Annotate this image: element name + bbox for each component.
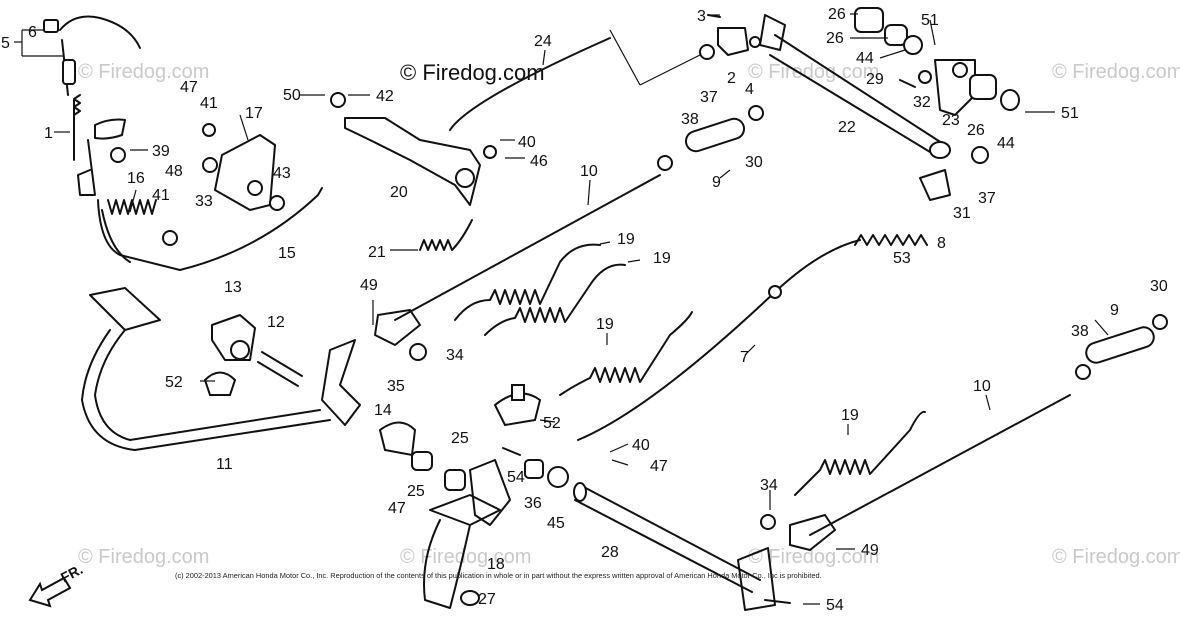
part-label-43: 43 — [273, 165, 291, 182]
part-label-51: 51 — [921, 12, 939, 29]
watermark: © Firedog.com — [1052, 546, 1180, 568]
part-labels: 5 6 1 47 41 17 39 48 16 43 33 41 15 50 4… — [1, 6, 1168, 614]
part-label-19d: 19 — [841, 407, 859, 424]
part-label-29: 29 — [866, 71, 884, 88]
part-label-21: 21 — [368, 244, 386, 261]
part-label-25: 25 — [451, 430, 469, 447]
part-label-9b: 9 — [1110, 302, 1119, 319]
part-label-12: 12 — [267, 314, 285, 331]
part-label-47: 47 — [180, 79, 198, 96]
part-label-44b: 44 — [997, 135, 1015, 152]
part-label-23: 23 — [942, 112, 960, 129]
part-label-49b: 49 — [861, 542, 879, 559]
part-label-14: 14 — [374, 402, 392, 419]
part-label-52: 52 — [165, 374, 183, 391]
part-label-8: 8 — [937, 235, 946, 252]
part-label-3: 3 — [697, 8, 706, 25]
part-label-33: 33 — [195, 193, 213, 210]
part-label-41: 41 — [200, 95, 218, 112]
part-label-51b: 51 — [1061, 105, 1079, 122]
part-label-39: 39 — [152, 143, 170, 160]
part-label-38: 38 — [681, 111, 699, 128]
part-label-28: 28 — [601, 544, 619, 561]
part-label-10b: 10 — [973, 378, 991, 395]
part-label-22: 22 — [838, 119, 856, 136]
part-label-17: 17 — [245, 105, 263, 122]
part-label-2: 2 — [727, 70, 736, 87]
watermark: © Firedog.com — [748, 61, 879, 83]
part-label-11: 11 — [216, 456, 233, 473]
watermark: © Firedog.com — [78, 61, 209, 83]
part-label-26c: 26 — [967, 122, 985, 139]
part-label-7: 7 — [740, 349, 749, 366]
part-label-1: 1 — [44, 125, 53, 142]
part-label-30: 30 — [745, 154, 763, 171]
leader-lines — [14, 13, 1109, 605]
part-label-37b: 37 — [978, 190, 996, 207]
watermark: © Firedog.com — [78, 546, 209, 568]
part-label-47c: 47 — [650, 458, 668, 475]
part-label-40b: 40 — [632, 437, 650, 454]
watermark-main: © Firedog.com — [400, 60, 545, 85]
part-label-18: 18 — [487, 556, 505, 573]
part-label-27: 27 — [478, 591, 496, 608]
part-label-6: 6 — [28, 24, 37, 41]
part-label-44: 44 — [856, 50, 874, 67]
part-label-41b: 41 — [152, 187, 170, 204]
part-label-10: 10 — [580, 163, 598, 180]
part-label-20: 20 — [390, 184, 408, 201]
part-drawings — [43, 7, 1168, 611]
part-label-50: 50 — [283, 87, 301, 104]
part-label-15: 15 — [278, 245, 296, 262]
watermark: © Firedog.com — [748, 546, 879, 568]
part-label-9: 9 — [712, 174, 721, 191]
part-label-31: 31 — [953, 205, 971, 222]
part-label-19c: 19 — [596, 316, 614, 333]
part-label-19: 19 — [617, 231, 635, 248]
part-label-30b: 30 — [1150, 278, 1168, 295]
front-direction-arrow: FR. — [28, 561, 85, 608]
part-label-54: 54 — [507, 469, 525, 486]
part-label-42: 42 — [376, 88, 394, 105]
part-label-53: 53 — [893, 250, 911, 267]
part-label-46: 46 — [530, 153, 548, 170]
part-label-24: 24 — [534, 33, 552, 50]
part-label-26: 26 — [828, 6, 846, 23]
part-label-45: 45 — [547, 515, 565, 532]
part-label-52b: 52 — [543, 415, 561, 432]
part-label-54b: 54 — [826, 597, 844, 614]
part-label-16: 16 — [127, 170, 145, 187]
part-label-34b: 34 — [760, 477, 778, 494]
part-label-26b: 26 — [826, 30, 844, 47]
part-label-36: 36 — [524, 495, 542, 512]
part-label-40: 40 — [518, 134, 536, 151]
arrow-icon — [28, 576, 72, 608]
watermark: © Firedog.com — [1052, 61, 1180, 83]
part-label-4: 4 — [745, 81, 754, 98]
part-label-19b: 19 — [653, 250, 671, 267]
watermark: © Firedog.com — [400, 546, 531, 568]
part-label-37: 37 — [700, 89, 718, 106]
part-label-35: 35 — [387, 378, 405, 395]
part-label-32: 32 — [913, 94, 931, 111]
part-label-38b: 38 — [1071, 323, 1089, 340]
copyright-notice: (c) 2002-2013 American Honda Motor Co., … — [175, 571, 822, 580]
part-label-25b: 25 — [407, 483, 425, 500]
part-label-47b: 47 — [388, 500, 406, 517]
part-label-49: 49 — [360, 277, 378, 294]
part-label-34: 34 — [446, 347, 464, 364]
part-label-13: 13 — [224, 279, 242, 296]
part-label-48: 48 — [165, 163, 183, 180]
part-label-5: 5 — [1, 35, 10, 52]
